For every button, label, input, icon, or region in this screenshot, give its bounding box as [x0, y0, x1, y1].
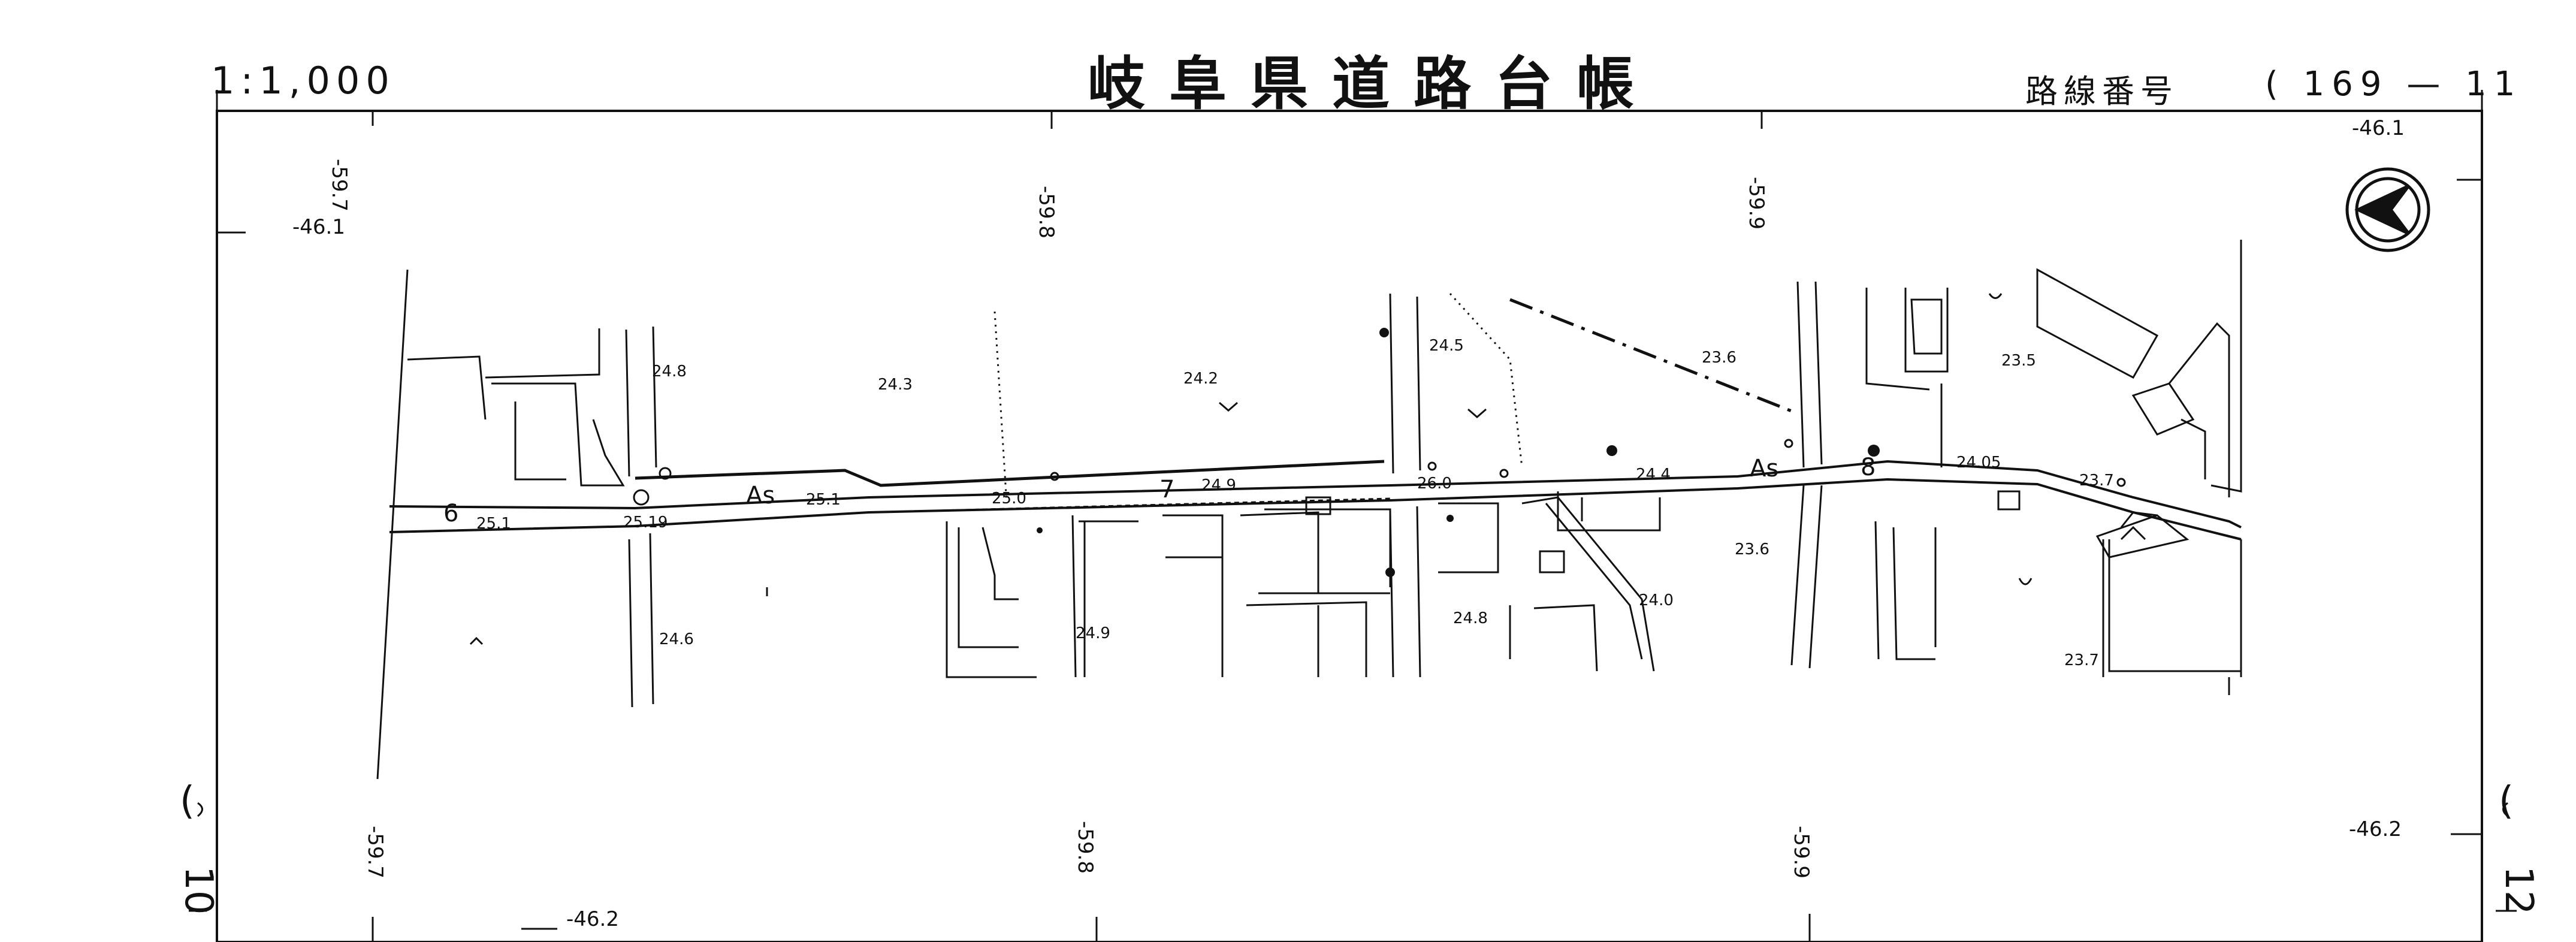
elev-label: 23.6 — [1702, 349, 1737, 367]
elev-label: 24.05 — [1956, 454, 2001, 472]
elev-label: 24.8 — [652, 363, 687, 381]
road-curb-north — [635, 460, 1385, 487]
elev-label: 24.3 — [878, 376, 913, 394]
sheet-ref-left: 10 — [176, 866, 221, 915]
elev-label: 24.0 — [1639, 591, 1674, 609]
elev-label: 25.19 — [623, 514, 668, 532]
elev-label: 24.6 — [659, 630, 694, 648]
sheet-ref-right-paren: ( — [2499, 779, 2514, 823]
station-label: 7 — [1159, 476, 1174, 503]
map-scale: 1:1,000 — [211, 59, 395, 102]
road-north-edge — [389, 460, 2242, 529]
route-number-value: ( 169 — 11 ) — [2265, 65, 2576, 104]
grid-coord-top-1: -59.7 — [327, 159, 351, 212]
grid-y-top-left: -46.1 — [292, 215, 345, 239]
north-arrow-icon — [2345, 167, 2430, 252]
elev-label: 25.0 — [992, 490, 1026, 508]
elev-label: 23.5 — [2001, 352, 2036, 370]
sheet-ref-left-paren: ( — [180, 779, 195, 823]
grid-y-bottom-right: -46.2 — [2349, 817, 2402, 841]
grid-coord-top-3: -59.9 — [1744, 177, 1768, 230]
elev-label: 25.1 — [476, 515, 511, 533]
elev-label: 24.8 — [1453, 609, 1488, 627]
route-open-paren: ( — [2265, 65, 2285, 104]
elev-label: 24.9 — [1201, 476, 1236, 494]
road-surface-mark: As — [746, 482, 775, 509]
station-label: 6 — [443, 500, 458, 527]
route-number-label: 路線番号 — [2025, 65, 2179, 112]
elev-label: 26.0 — [1417, 475, 1452, 493]
road-south-edge — [389, 478, 2242, 541]
elev-label: 23.7 — [2079, 472, 2114, 490]
route-number-text: 169 — 11 — [2303, 65, 2523, 104]
station-label: 8 — [1861, 454, 1876, 481]
grid-coord-bottom-1: -59.7 — [363, 826, 387, 878]
road-surface-mark: As — [1750, 455, 1778, 482]
map-title: 岐阜県道路台帳 — [1088, 50, 1658, 117]
elev-label: 23.7 — [2064, 651, 2099, 669]
map-frame — [216, 110, 2483, 942]
elev-label: 24.9 — [1076, 624, 1110, 642]
elev-label: 24.4 — [1636, 466, 1671, 484]
grid-y-top-right: -46.1 — [2352, 116, 2405, 140]
sheet-ref-right: 12 — [2496, 866, 2541, 915]
side-road-left — [625, 326, 657, 477]
grid-coord-bottom-3: -59.9 — [1789, 826, 1813, 878]
route-label-text: 路線番号 — [2025, 73, 2179, 110]
grid-coord-top-2: -59.8 — [1034, 186, 1058, 238]
grid-coord-bottom-2: -59.8 — [1073, 821, 1097, 874]
survey-points — [1037, 328, 1880, 577]
elev-label: 23.6 — [1735, 541, 1769, 558]
elev-label: 24.5 — [1429, 337, 1464, 355]
elev-label: 25.1 — [806, 491, 841, 509]
grid-y-bottom-left: -46.2 — [566, 907, 619, 931]
elev-label: 24.2 — [1183, 370, 1218, 388]
